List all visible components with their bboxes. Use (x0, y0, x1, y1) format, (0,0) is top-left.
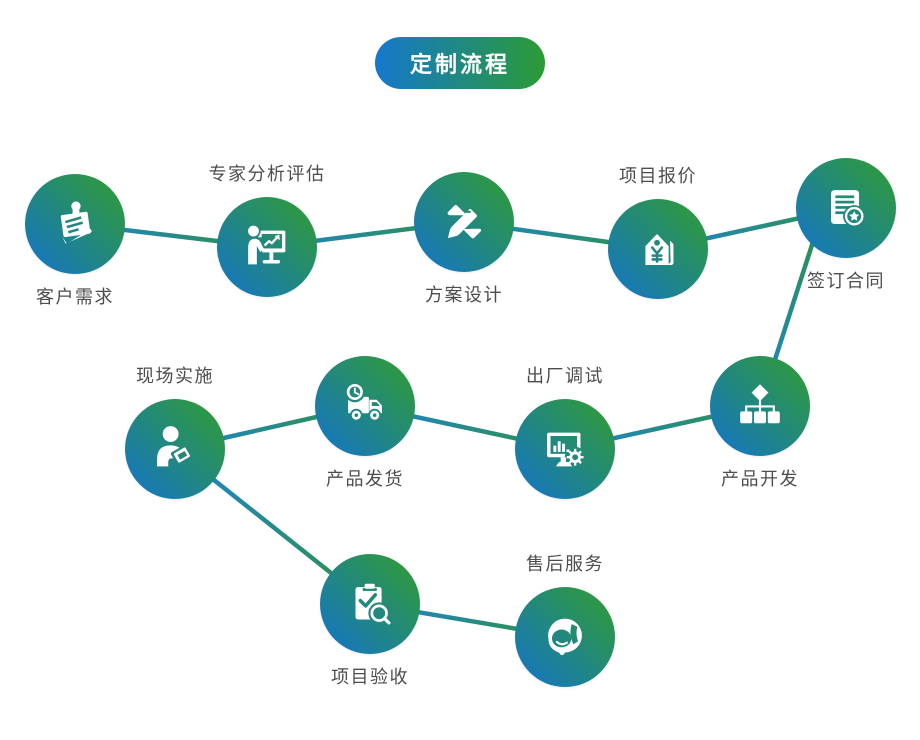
node-label: 出厂调试 (526, 366, 604, 386)
presentation-chart-icon (238, 218, 296, 276)
node-label: 客户需求 (36, 287, 114, 307)
flow-node-project-acceptance: 项目验收 (320, 554, 420, 686)
clipboard-check-icon (341, 575, 399, 633)
node-circle (796, 158, 896, 258)
node-circle (515, 399, 615, 499)
node-label: 产品开发 (721, 469, 799, 489)
pencil-ruler-icon (435, 193, 493, 251)
node-circle (320, 554, 420, 654)
node-label: 项目报价 (619, 166, 697, 186)
node-label: 产品发货 (326, 469, 404, 489)
node-label: 售后服务 (526, 554, 604, 574)
node-circle (608, 199, 708, 299)
node-label: 项目验收 (331, 667, 409, 687)
flow-node-product-development: 产品开发 (710, 356, 810, 488)
node-circle (515, 587, 615, 687)
flow-node-expert-analysis: 专家分析评估 (209, 165, 324, 297)
flow-node-onsite-implementation: 现场实施 (125, 367, 225, 499)
node-circle (25, 174, 125, 274)
person-tablet-icon (146, 420, 204, 478)
node-label: 签订合同 (807, 271, 885, 291)
support-agent-icon (536, 608, 594, 666)
flow-node-sign-contract: 签订合同 (796, 158, 896, 290)
node-circle (125, 399, 225, 499)
price-tag-icon (629, 220, 687, 278)
flow-node-customer-needs: 客户需求 (25, 174, 125, 306)
node-label: 专家分析评估 (208, 164, 326, 184)
flow-node-after-sales: 售后服务 (515, 555, 615, 687)
flow-node-product-shipping: 产品发货 (315, 356, 415, 488)
node-label: 现场实施 (136, 366, 214, 386)
delivery-truck-icon (336, 377, 394, 435)
node-circle (315, 356, 415, 456)
flow-title-badge: 定制流程 (375, 37, 545, 89)
node-label: 方案设计 (425, 285, 503, 305)
org-chart-icon (731, 377, 789, 435)
monitor-gear-icon (536, 420, 594, 478)
node-circle (414, 172, 514, 272)
node-circle (217, 197, 317, 297)
flow-title: 定制流程 (409, 52, 510, 77)
flow-node-solution-design: 方案设计 (414, 172, 514, 304)
flow-node-project-quote: 项目报价 (608, 167, 708, 299)
flow-node-factory-debugging: 出厂调试 (515, 367, 615, 499)
node-circle (710, 356, 810, 456)
pinned-note-icon (46, 195, 104, 253)
contract-seal-icon (817, 179, 875, 237)
